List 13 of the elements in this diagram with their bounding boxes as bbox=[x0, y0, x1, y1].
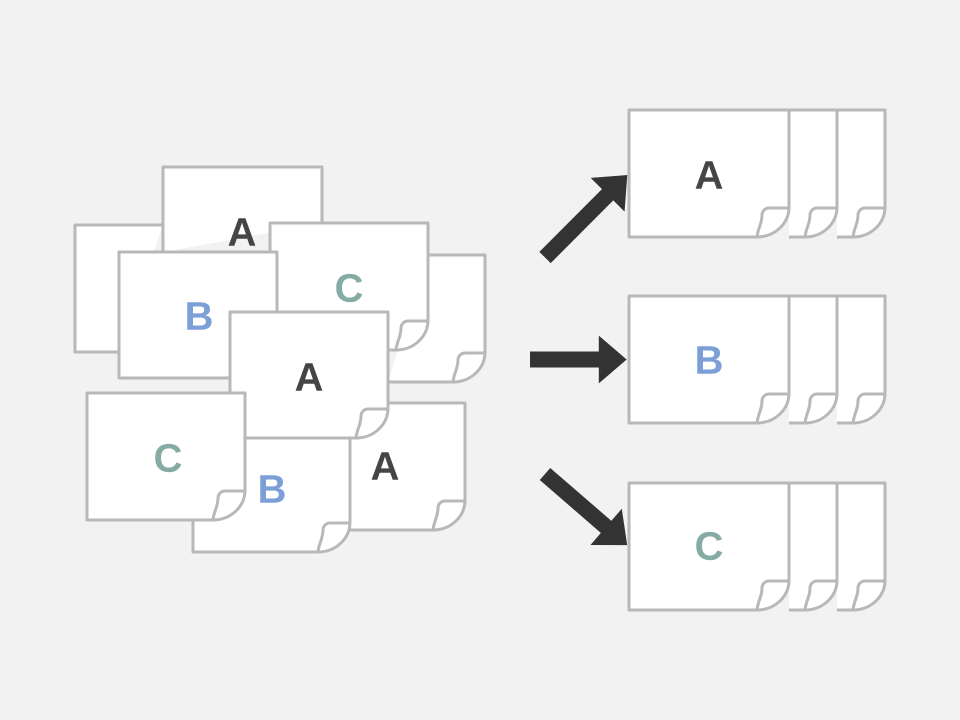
card: A bbox=[162, 166, 324, 254]
card: A bbox=[348, 402, 466, 532]
sorted-card bbox=[836, 108, 886, 238]
sorted-card bbox=[836, 482, 886, 612]
sorted-card bbox=[788, 108, 838, 238]
sorted-card: C bbox=[628, 482, 790, 612]
sorted-card: B bbox=[628, 294, 790, 424]
sorted-card bbox=[788, 482, 838, 612]
sorted-card: A bbox=[628, 108, 790, 238]
sorted-card bbox=[788, 294, 838, 424]
card: A bbox=[228, 310, 390, 440]
sorted-card bbox=[836, 294, 886, 424]
card: C bbox=[86, 392, 246, 522]
